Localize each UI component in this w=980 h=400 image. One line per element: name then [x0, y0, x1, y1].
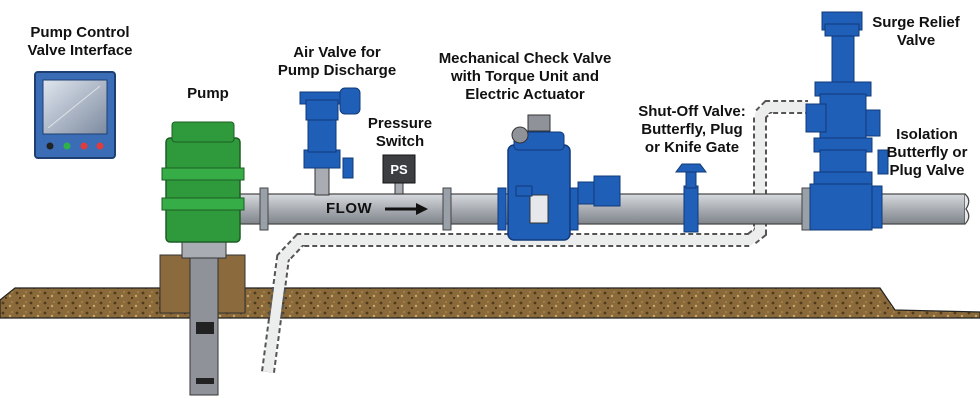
ground-soil — [0, 287, 980, 319]
ps-badge-text: PS — [390, 162, 408, 177]
pump-control-label: Pump Control Valve Interface — [27, 24, 133, 59]
isolation-valve-icon — [809, 137, 889, 231]
check-valve-label: Mechanical Check Valve with Torque Unit … — [438, 50, 612, 103]
air-valve-label: Air Valve for Pump Discharge — [277, 44, 397, 79]
surge-relief-label: Surge Relief Valve — [872, 14, 960, 49]
control-panel-icon — [34, 71, 116, 159]
pressure-switch-label: Pressure Switch — [367, 115, 433, 150]
shutoff-valve-label: Shut-Off Valve: Butterfly, Plug or Knife… — [638, 103, 746, 156]
air-release-valve-icon — [299, 87, 361, 196]
arrow-right-icon — [385, 203, 428, 215]
vertical-turbine-pump-icon — [159, 121, 246, 396]
isolation-label: Isolation Butterfly or Plug Valve — [886, 126, 968, 179]
surge-relief-valve-icon — [805, 11, 881, 139]
control-conduit — [261, 100, 808, 373]
pump-label: Pump — [187, 85, 229, 102]
check-valve-icon — [497, 114, 621, 241]
butterfly-valve-icon — [675, 163, 707, 233]
flow-label: FLOW — [326, 200, 373, 217]
pressure-switch-icon — [382, 154, 416, 195]
